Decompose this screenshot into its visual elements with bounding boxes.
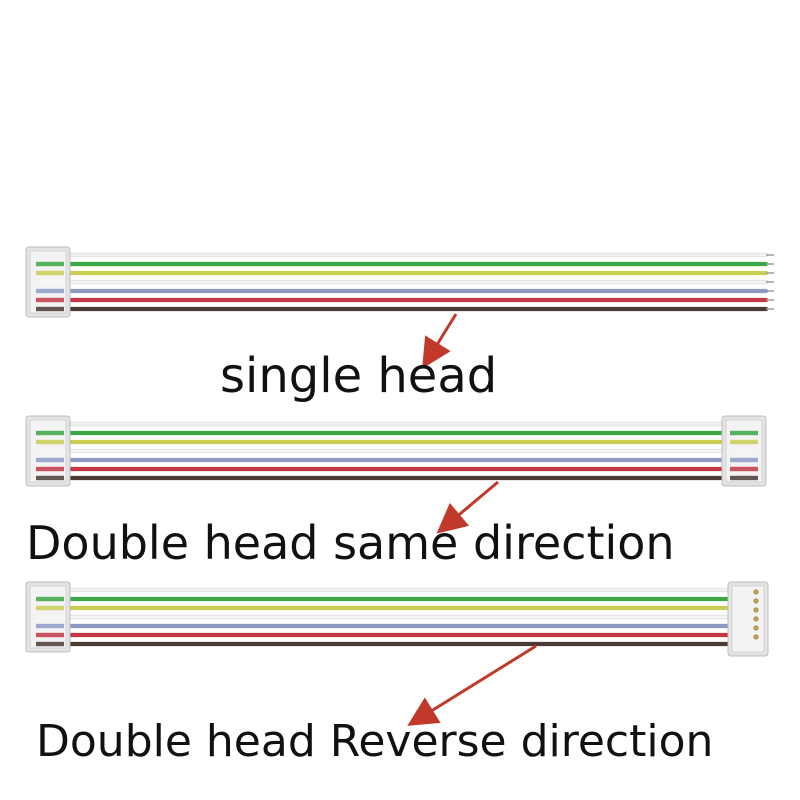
connector-wire-end <box>36 457 64 463</box>
right-connector-pin <box>753 625 759 631</box>
connector-wire-end <box>36 439 64 445</box>
double-head-same-direction-cable <box>25 415 767 487</box>
connector-wire-end <box>730 430 758 436</box>
right-connector-pin <box>753 598 759 604</box>
connector-wire-end <box>730 439 758 445</box>
single-head-arrow <box>422 313 458 369</box>
connector-wire-end <box>730 457 758 463</box>
connector-wire-end <box>36 475 64 481</box>
connector-wire-end <box>36 261 64 267</box>
connector-wire-end <box>36 632 64 638</box>
connector-wire-end <box>36 252 64 258</box>
connector-wire-end <box>730 421 758 427</box>
double-head-reverse-direction-cable <box>25 581 769 657</box>
right-connector-pin <box>753 616 759 622</box>
connector-wire-end <box>36 421 64 427</box>
connector-wire-end <box>36 466 64 472</box>
right-connector-pin <box>753 634 759 640</box>
connector-wire-end <box>36 430 64 436</box>
connector-wire-end <box>730 466 758 472</box>
connector-wire-end <box>36 448 64 454</box>
connector-wire-end <box>730 475 758 481</box>
connector-wire-end <box>36 297 64 303</box>
connector-wire-end <box>36 288 64 294</box>
double-head-same-caption: Double head same direction <box>26 516 675 570</box>
right-connector-pin <box>753 607 759 613</box>
connector-wire-end <box>36 605 64 611</box>
connector-wire-end <box>36 279 64 285</box>
right-connector-pin <box>753 589 759 595</box>
double-head-reverse-caption: Double head Reverse direction <box>36 716 714 767</box>
double-reverse-arrow <box>407 644 537 726</box>
connector-wire-end <box>36 641 64 647</box>
connector-wire-end <box>730 448 758 454</box>
single-head-cable <box>25 246 774 318</box>
connector-wire-end <box>36 623 64 629</box>
connector-wire-end <box>36 596 64 602</box>
connector-wire-end <box>36 306 64 312</box>
double-same-arrow <box>436 480 499 534</box>
connector-wire-end <box>36 270 64 276</box>
connector-wire-end <box>36 587 64 593</box>
single-head-caption: single head <box>220 348 498 404</box>
connector-wire-end <box>36 614 64 620</box>
right-connector-reversed-face <box>731 585 765 653</box>
